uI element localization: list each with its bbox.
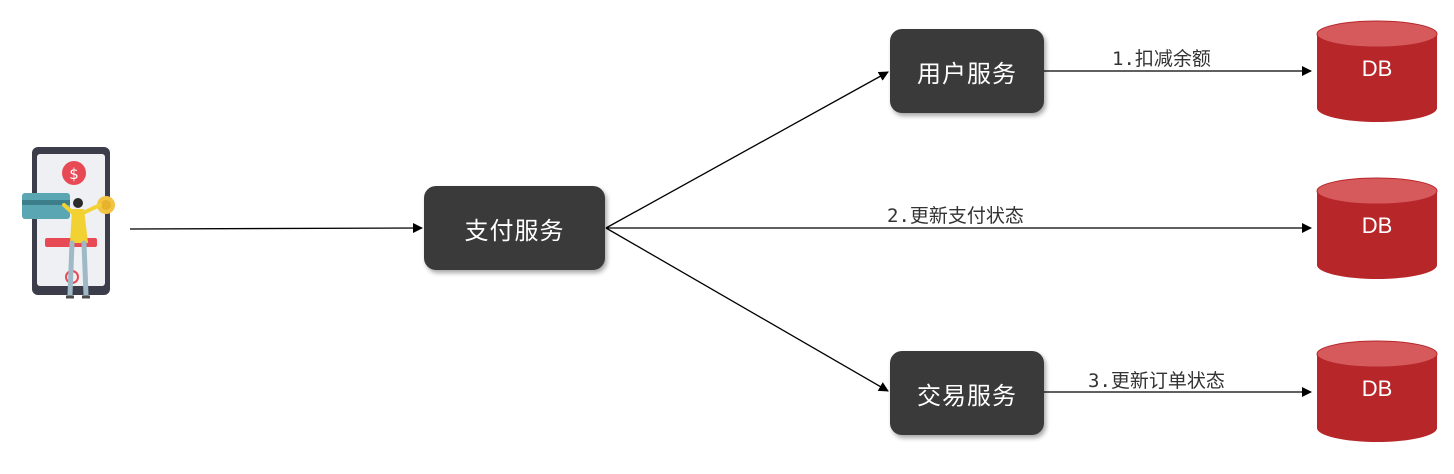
database-cylinder-icon: [1316, 340, 1438, 442]
currency-symbol: $: [69, 165, 79, 183]
edge-label-update-order-status: 3.更新订单状态: [1088, 370, 1225, 392]
arrow-pay-to-user: [605, 71, 889, 229]
mobile-payment-client-icon: $: [22, 147, 115, 299]
user-service-label: 用户服务: [917, 59, 1017, 88]
pay-service-node[interactable]: 支付服务: [424, 186, 605, 270]
database-label: DB: [1361, 376, 1393, 401]
edge-label-update-payment-status: 2.更新支付状态: [887, 205, 1024, 227]
database-label: DB: [1361, 213, 1393, 238]
trade-service-label: 交易服务: [917, 381, 1017, 410]
database-cylinder-icon: [1316, 177, 1438, 279]
database-label: DB: [1361, 56, 1393, 81]
arrow-client-to-pay: [129, 223, 423, 234]
edge-label-deduct-balance: 1.扣减余额: [1112, 48, 1211, 70]
database-trade[interactable]: DB: [1315, 340, 1439, 444]
pay-service-label: 支付服务: [464, 216, 565, 245]
arrow-pay-to-trade: [605, 227, 889, 392]
database-payment[interactable]: DB: [1315, 177, 1439, 281]
user-service-node[interactable]: 用户服务: [890, 29, 1044, 113]
trade-service-node[interactable]: 交易服务: [890, 351, 1044, 435]
database-user[interactable]: DB: [1315, 20, 1439, 124]
database-cylinder-icon: [1316, 20, 1438, 122]
